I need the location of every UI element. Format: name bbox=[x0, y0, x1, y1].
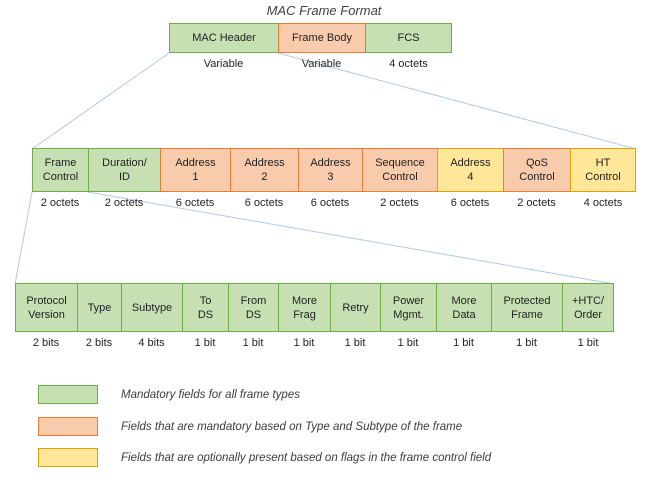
field-cell-from-ds: From DS bbox=[228, 283, 278, 332]
field-size-ht-control: 4 octets bbox=[583, 197, 623, 209]
field-cell-protected-frame: Protected Frame bbox=[491, 283, 562, 332]
legend-swatch-green bbox=[38, 385, 98, 404]
legend-swatch-orange bbox=[38, 417, 98, 436]
field-cell-protocol-version: Protocol Version bbox=[15, 283, 77, 332]
field-size-more-data: 1 bit bbox=[453, 337, 474, 349]
field-size-subtype: 4 bits bbox=[138, 337, 165, 349]
field-cell-address-1: Address 1 bbox=[160, 148, 230, 192]
field-size-sequence-control: 2 octets bbox=[380, 197, 419, 209]
field-cell-address-3: Address 3 bbox=[298, 148, 362, 192]
field-cell-type: Type bbox=[77, 283, 121, 332]
field-cell-qos-control: QoS Control bbox=[503, 148, 570, 192]
legend-row-orange: Fields that are mandatory based on Type … bbox=[38, 417, 462, 436]
field-size-protected-frame: 1 bit bbox=[516, 337, 537, 349]
field-cell-address-2: Address 2 bbox=[230, 148, 298, 192]
field-size-qos-control: 2 octets bbox=[517, 197, 556, 209]
field-cell-more-frag: More Frag bbox=[278, 283, 330, 332]
diagram-title: MAC Frame Format bbox=[266, 3, 382, 18]
field-size-address-2: 6 octets bbox=[244, 197, 284, 209]
field-cell-more-data: More Data bbox=[436, 283, 491, 332]
field-cell-fcs: FCS bbox=[365, 23, 452, 53]
field-cell-htc-order: +HTC/ Order bbox=[562, 283, 614, 332]
field-cell-mac-header: MAC Header bbox=[169, 23, 278, 53]
field-size-retry: 1 bit bbox=[344, 337, 366, 349]
field-size-fcs: 4 octets bbox=[389, 58, 428, 70]
field-size-mac-header: Variable bbox=[203, 58, 244, 70]
field-cell-duration-id: Duration/ ID bbox=[88, 148, 160, 192]
connector-line bbox=[31, 52, 170, 150]
field-size-more-frag: 1 bit bbox=[293, 337, 315, 349]
field-cell-address-4: Address 4 bbox=[437, 148, 503, 192]
legend-row-green: Mandatory fields for all frame types bbox=[38, 385, 300, 404]
field-size-frame-control: 2 octets bbox=[40, 197, 80, 209]
field-cell-to-ds: To DS bbox=[182, 283, 228, 332]
legend-text-yellow: Fields that are optionally present based… bbox=[121, 451, 492, 464]
legend-row-yellow: Fields that are optionally present based… bbox=[38, 448, 491, 467]
field-size-power-mgmt: 1 bit bbox=[397, 337, 419, 349]
field-size-address-4: 6 octets bbox=[450, 197, 490, 209]
field-cell-frame-control: Frame Control bbox=[32, 148, 88, 192]
field-cell-subtype: Subtype bbox=[121, 283, 182, 332]
field-cell-retry: Retry bbox=[330, 283, 380, 332]
field-cell-ht-control: HT Control bbox=[570, 148, 636, 192]
field-size-to-ds: 1 bit bbox=[194, 337, 216, 349]
legend-text-orange: Fields that are mandatory based on Type … bbox=[121, 420, 463, 433]
field-size-duration-id: 2 octets bbox=[104, 197, 144, 209]
legend-swatch-yellow bbox=[38, 448, 98, 467]
connector-line bbox=[14, 191, 33, 285]
field-size-address-1: 6 octets bbox=[175, 197, 215, 209]
field-size-htc-order: 1 bit bbox=[577, 337, 599, 349]
field-cell-power-mgmt: Power Mgmt. bbox=[380, 283, 436, 332]
legend-text-green: Mandatory fields for all frame types bbox=[121, 388, 300, 401]
field-size-frame-body: Variable bbox=[301, 58, 342, 70]
field-cell-sequence-control: Sequence Control bbox=[362, 148, 437, 192]
field-cell-frame-body: Frame Body bbox=[278, 23, 365, 53]
field-size-address-3: 6 octets bbox=[310, 197, 350, 209]
field-size-type: 2 bits bbox=[85, 337, 113, 349]
field-size-from-ds: 1 bit bbox=[242, 337, 264, 349]
field-size-protocol-version: 2 bits bbox=[32, 337, 60, 349]
